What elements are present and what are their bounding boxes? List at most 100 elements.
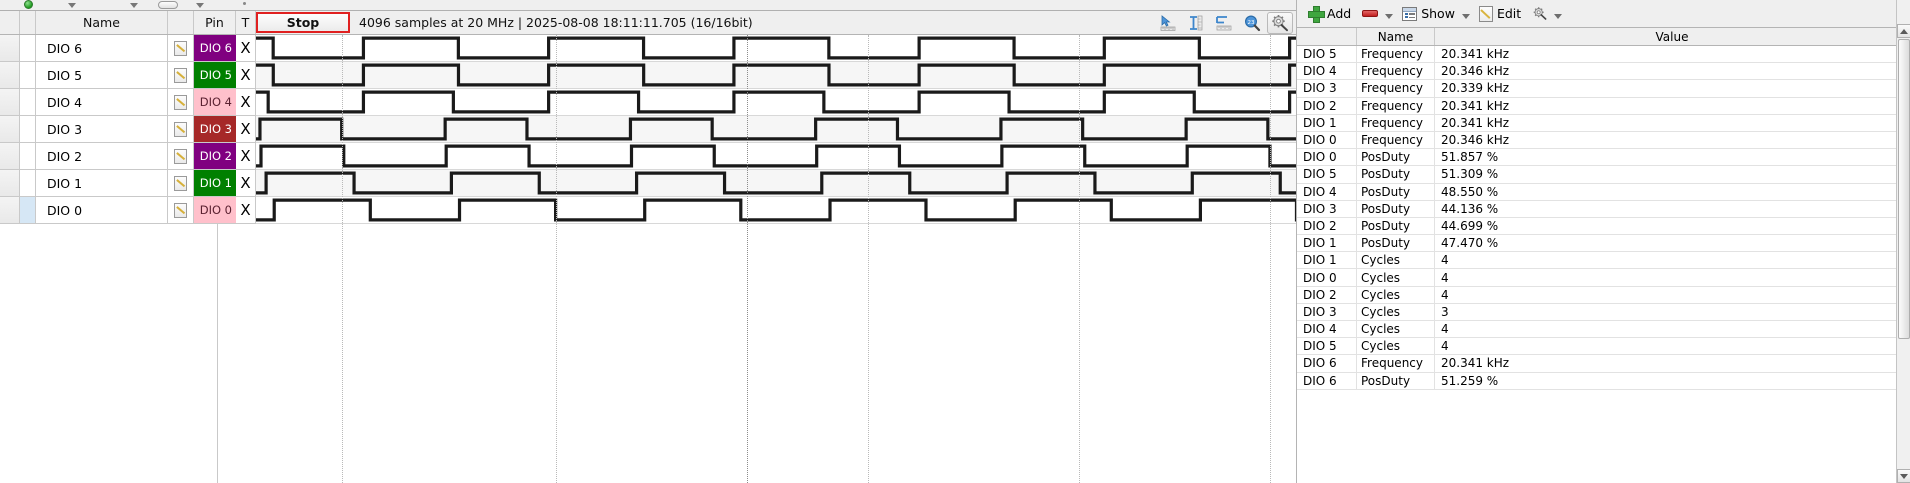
device-plate-icon[interactable]: [158, 1, 178, 9]
row-select-cell[interactable]: [20, 62, 36, 89]
row-select-cell[interactable]: [20, 170, 36, 197]
scrollbar-thumb[interactable]: [1898, 39, 1910, 339]
pin-cell[interactable]: DIO 5: [194, 62, 236, 89]
waveform-cell[interactable]: [256, 143, 1296, 170]
show-measurements-button[interactable]: Show: [1397, 3, 1460, 24]
row-handle-cell[interactable]: [0, 116, 20, 143]
settings-dropdown-caret-icon[interactable]: [1554, 14, 1563, 19]
channel-name-cell[interactable]: DIO 5: [36, 62, 168, 89]
measurements-scrollbar[interactable]: [1896, 0, 1910, 483]
record-indicator-icon[interactable]: [24, 0, 33, 9]
row-select-cell[interactable]: [20, 197, 36, 224]
pin-cell[interactable]: DIO 6: [194, 35, 236, 62]
dropdown-caret-icon[interactable]: [196, 3, 204, 8]
stop-button[interactable]: Stop: [256, 12, 350, 33]
channel-name-cell[interactable]: DIO 6: [36, 35, 168, 62]
remove-measurement-button[interactable]: [1357, 7, 1383, 20]
trigger-cell[interactable]: X: [236, 143, 256, 170]
pin-cell[interactable]: DIO 1: [194, 170, 236, 197]
trigger-cell[interactable]: X: [236, 62, 256, 89]
waveform-cell[interactable]: [256, 62, 1296, 89]
header-pin[interactable]: Pin: [194, 11, 236, 34]
meas-header-value[interactable]: Value: [1435, 28, 1910, 45]
zoom-measure-tool[interactable]: 23: [1239, 12, 1265, 34]
row-select-cell[interactable]: [20, 116, 36, 143]
show-dropdown-caret-icon[interactable]: [1461, 14, 1470, 19]
meas-header-name[interactable]: Name: [1357, 28, 1435, 45]
row-handle-cell[interactable]: [0, 143, 20, 170]
trigger-cell[interactable]: X: [236, 170, 256, 197]
add-measurement-button[interactable]: Add: [1303, 3, 1356, 24]
pin-cell[interactable]: DIO 3: [194, 116, 236, 143]
meas-header-source[interactable]: [1297, 28, 1357, 45]
row-handle-cell[interactable]: [0, 62, 20, 89]
channel-name-cell[interactable]: DIO 4: [36, 89, 168, 116]
empty-waveform-area[interactable]: [218, 224, 1296, 483]
header-name[interactable]: Name: [36, 11, 168, 34]
edit-channel-cell[interactable]: [168, 197, 194, 224]
channel-name-cell[interactable]: DIO 1: [36, 170, 168, 197]
cursor-measure-tool[interactable]: [1155, 12, 1181, 34]
remove-dropdown-caret-icon[interactable]: [1385, 14, 1394, 19]
waveform-cell[interactable]: [256, 35, 1296, 62]
channel-name-cell[interactable]: DIO 3: [36, 116, 168, 143]
waveform-cell[interactable]: [256, 116, 1296, 143]
edit-channel-cell[interactable]: [168, 35, 194, 62]
edit-measurement-button[interactable]: Edit: [1474, 3, 1526, 25]
row-handle-cell[interactable]: [0, 35, 20, 62]
row-select-cell[interactable]: [20, 35, 36, 62]
dropdown-caret-icon[interactable]: [130, 3, 138, 8]
pin-cell[interactable]: DIO 4: [194, 89, 236, 116]
trigger-cell[interactable]: X: [236, 116, 256, 143]
waveform-cell[interactable]: [256, 197, 1296, 224]
channel-name-cell[interactable]: DIO 0: [36, 197, 168, 224]
settings-measure-tool[interactable]: [1267, 11, 1293, 34]
edit-channel-cell[interactable]: [168, 62, 194, 89]
row-handle-cell[interactable]: [0, 170, 20, 197]
waveform-cell[interactable]: [256, 89, 1296, 116]
vertical-measure-tool[interactable]: [1183, 12, 1209, 34]
horizontal-measure-tool[interactable]: [1211, 12, 1237, 34]
row-select-cell[interactable]: [20, 89, 36, 116]
waveform-cell[interactable]: [256, 170, 1296, 197]
pin-cell[interactable]: DIO 2: [194, 143, 236, 170]
edit-channel-cell[interactable]: [168, 170, 194, 197]
trigger-cell[interactable]: X: [236, 89, 256, 116]
channel-name-cell[interactable]: DIO 2: [36, 143, 168, 170]
header-trigger[interactable]: T: [236, 11, 256, 34]
trigger-cell[interactable]: X: [236, 197, 256, 224]
measurements-settings-button[interactable]: [1527, 3, 1552, 24]
row-handle-cell[interactable]: [0, 89, 20, 116]
edit-channel-cell[interactable]: [168, 89, 194, 116]
scroll-down-button[interactable]: [1897, 469, 1910, 483]
pin-cell[interactable]: DIO 0: [194, 197, 236, 224]
edit-channel-cell[interactable]: [168, 116, 194, 143]
scroll-up-button[interactable]: [1897, 24, 1910, 38]
edit-channel-cell[interactable]: [168, 143, 194, 170]
row-handle-cell[interactable]: [0, 197, 20, 224]
